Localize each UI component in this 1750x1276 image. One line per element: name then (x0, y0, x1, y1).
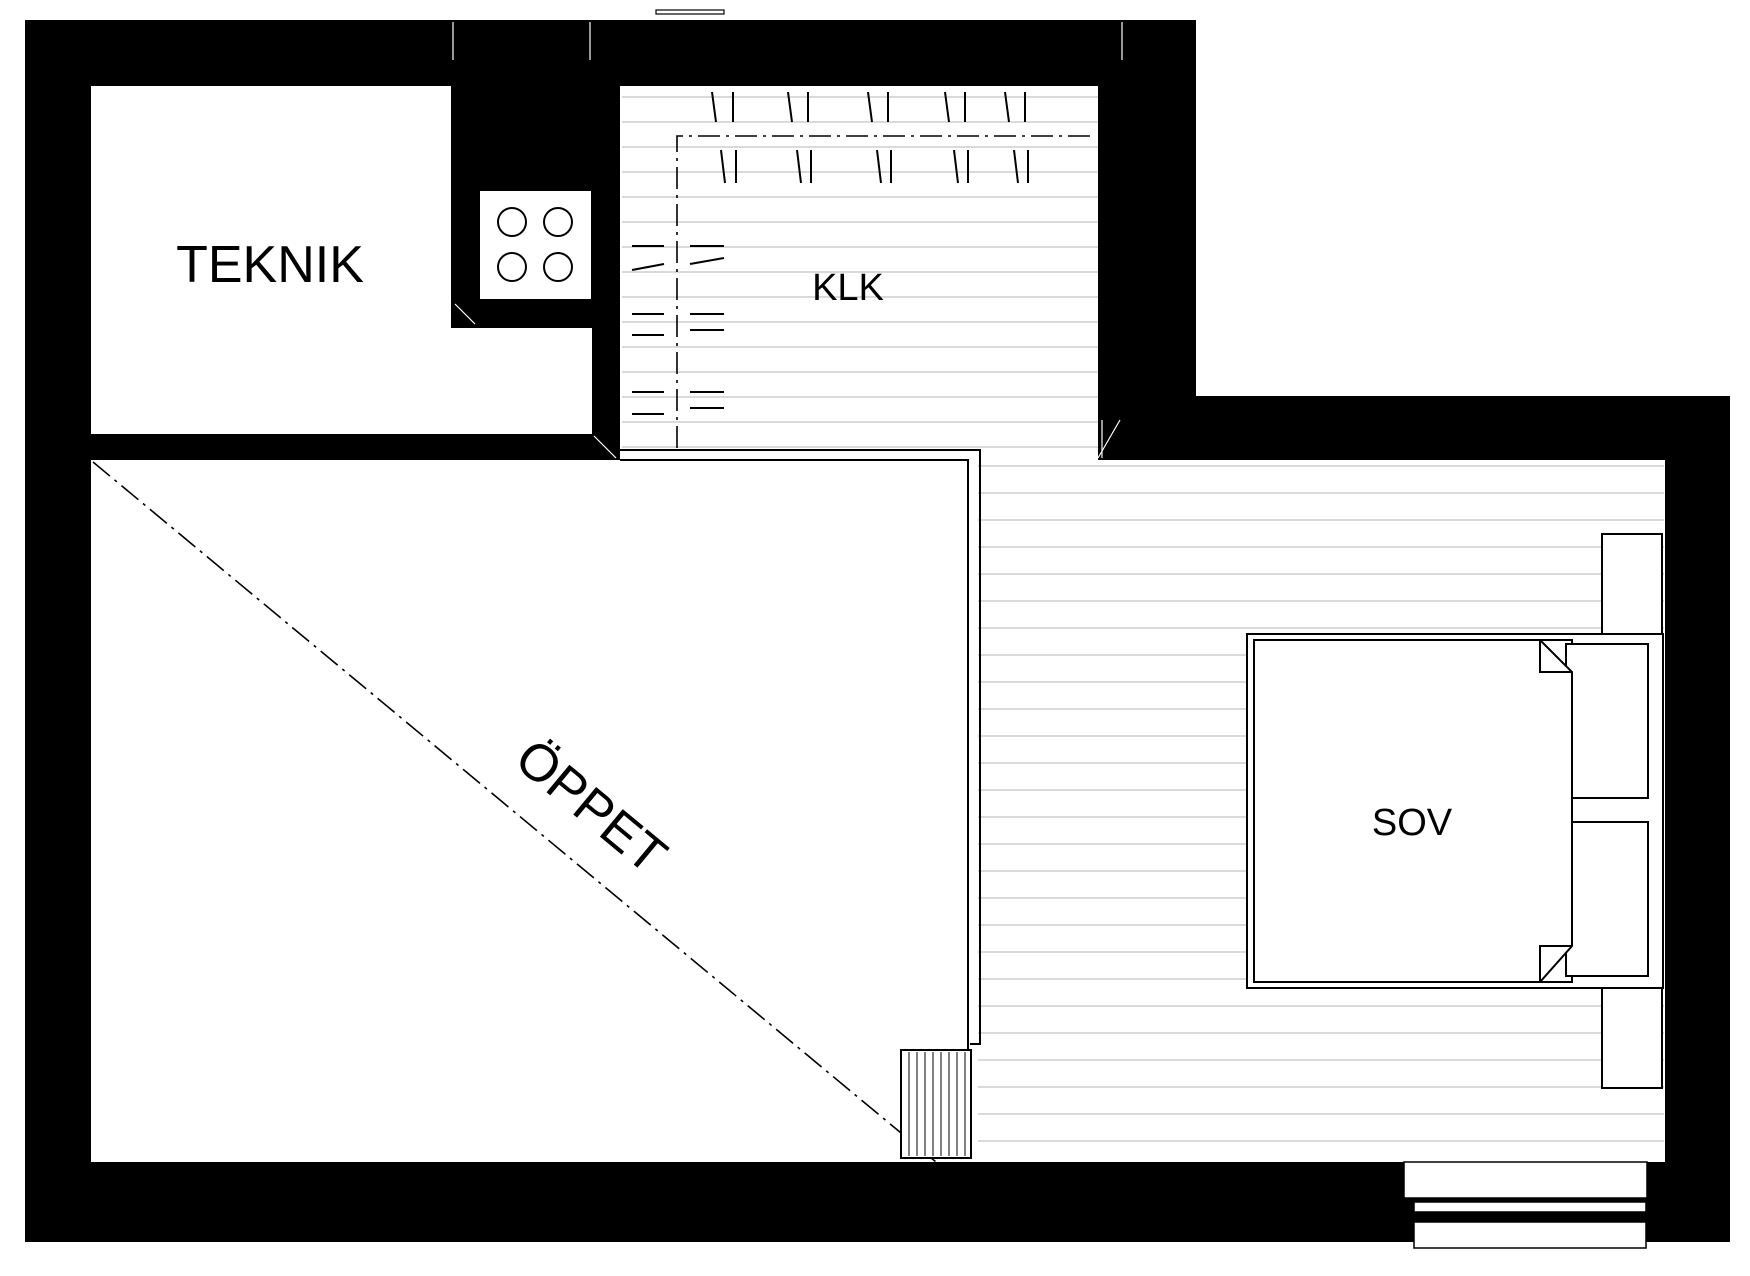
wall-left (25, 20, 91, 1242)
void-diagonal (92, 461, 937, 1163)
stove-body (478, 189, 593, 301)
stair (900, 1049, 972, 1159)
burner-icon (497, 252, 527, 282)
void-railing (620, 449, 981, 1050)
room-label-sov: SOV (1372, 802, 1453, 844)
wall-top (25, 20, 1195, 86)
nightstand-top (1601, 533, 1663, 635)
burner-icon (497, 207, 527, 237)
wall-stove-niche-bottom (451, 300, 620, 328)
wall-right (1665, 396, 1730, 1242)
walls (25, 20, 1730, 1242)
duvet-fold (1539, 945, 1572, 982)
wall-step-down (1098, 20, 1196, 460)
wall-stove-niche-top (451, 86, 620, 190)
wall-teknik-bottom (91, 434, 618, 460)
stove (478, 189, 593, 301)
pillow (1565, 643, 1649, 799)
stair-outline (900, 1049, 972, 1159)
room-label-klk: KLK (812, 267, 884, 309)
room-label-teknik: TEKNIK (176, 236, 364, 294)
hangers-left (631, 245, 725, 415)
room-label-oppet: ÖPPET (505, 728, 678, 885)
wall-upper-right (1098, 396, 1730, 460)
bottom-window (1403, 1161, 1648, 1249)
closet-rail (676, 135, 1096, 448)
bed (1246, 533, 1664, 1089)
pillow (1565, 821, 1649, 977)
burner-icon (543, 252, 573, 282)
wall-corner-marks (452, 22, 1123, 459)
duvet-fold (1539, 640, 1572, 673)
burner-icon (543, 207, 573, 237)
hangers-top (711, 91, 1029, 184)
top-window (655, 9, 725, 15)
nightstand-bottom (1601, 987, 1663, 1089)
klk-floor-boards (622, 96, 1098, 448)
